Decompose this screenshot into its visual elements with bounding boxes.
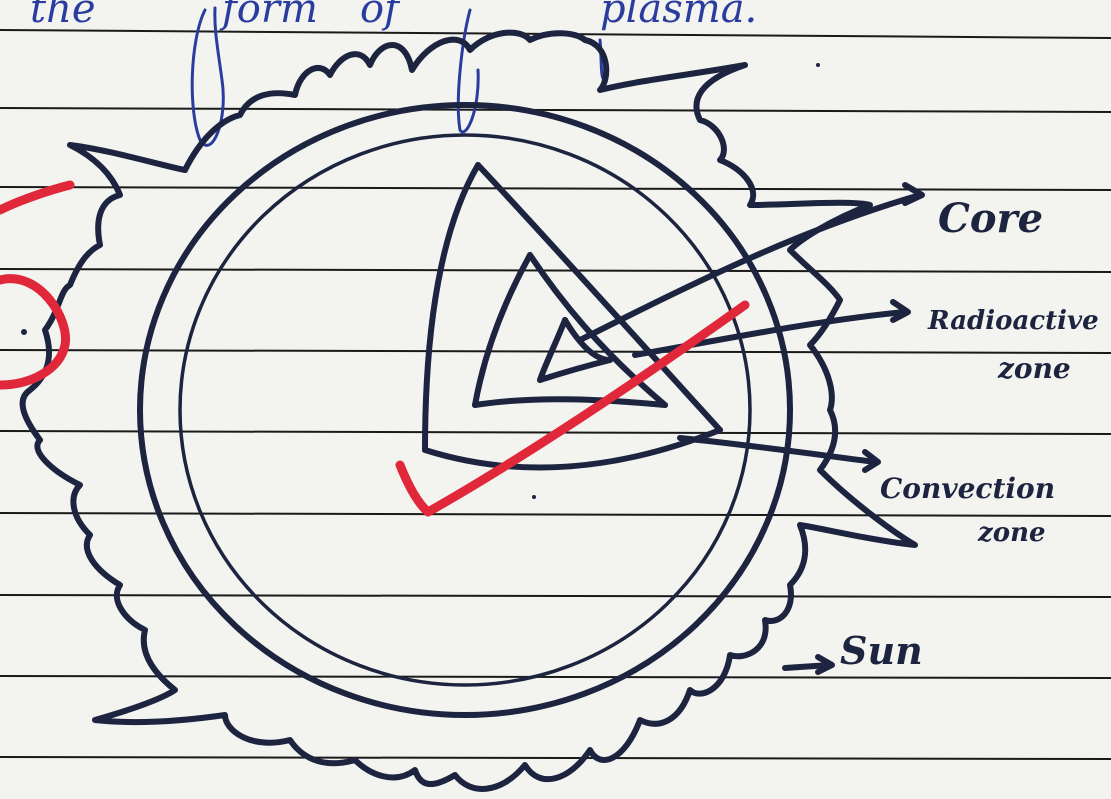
score-mark-digit: [0, 279, 66, 385]
label-convection-line2: zone: [978, 518, 1046, 548]
wedge-left-edge: [425, 165, 478, 450]
heading-word-plasma: plasma.: [600, 0, 757, 32]
letter-f-loop: [458, 10, 478, 132]
rule-line: [0, 108, 1111, 112]
speck: [532, 495, 536, 499]
rule-line: [0, 595, 1111, 597]
rule-line: [0, 187, 1111, 190]
rule-line: [0, 513, 1111, 516]
wedge-bottom-arc: [425, 430, 720, 467]
rule-line: [0, 757, 1111, 759]
rule-line: [0, 269, 1111, 272]
speck: [21, 329, 27, 335]
convection-arrow: [680, 438, 875, 462]
rule-line: [0, 676, 1111, 678]
rule-line: [0, 350, 1111, 353]
radiative-left-edge: [475, 255, 530, 405]
wedge-outer-edge: [478, 165, 720, 430]
core-bottom-arc: [540, 360, 610, 380]
sun-corona-outline: [23, 33, 915, 789]
heading-word-form: form: [222, 0, 318, 32]
label-radioactive-line1: Radioactive: [928, 306, 1099, 336]
speck: [816, 63, 820, 67]
label-sun: Sun: [840, 628, 923, 673]
radiative-bottom-arc: [475, 399, 665, 405]
sun-inner-circle: [180, 135, 750, 685]
ruled-lines: [0, 30, 1111, 759]
heading-word-the: the: [30, 0, 96, 32]
label-core: Core: [938, 195, 1043, 242]
label-convection-line1: Convection: [880, 472, 1055, 505]
score-mark-top: [0, 185, 70, 210]
label-radioactive-line2: zone: [998, 352, 1071, 385]
teacher-marks: [0, 185, 745, 512]
heading-word-of: of: [360, 0, 399, 32]
